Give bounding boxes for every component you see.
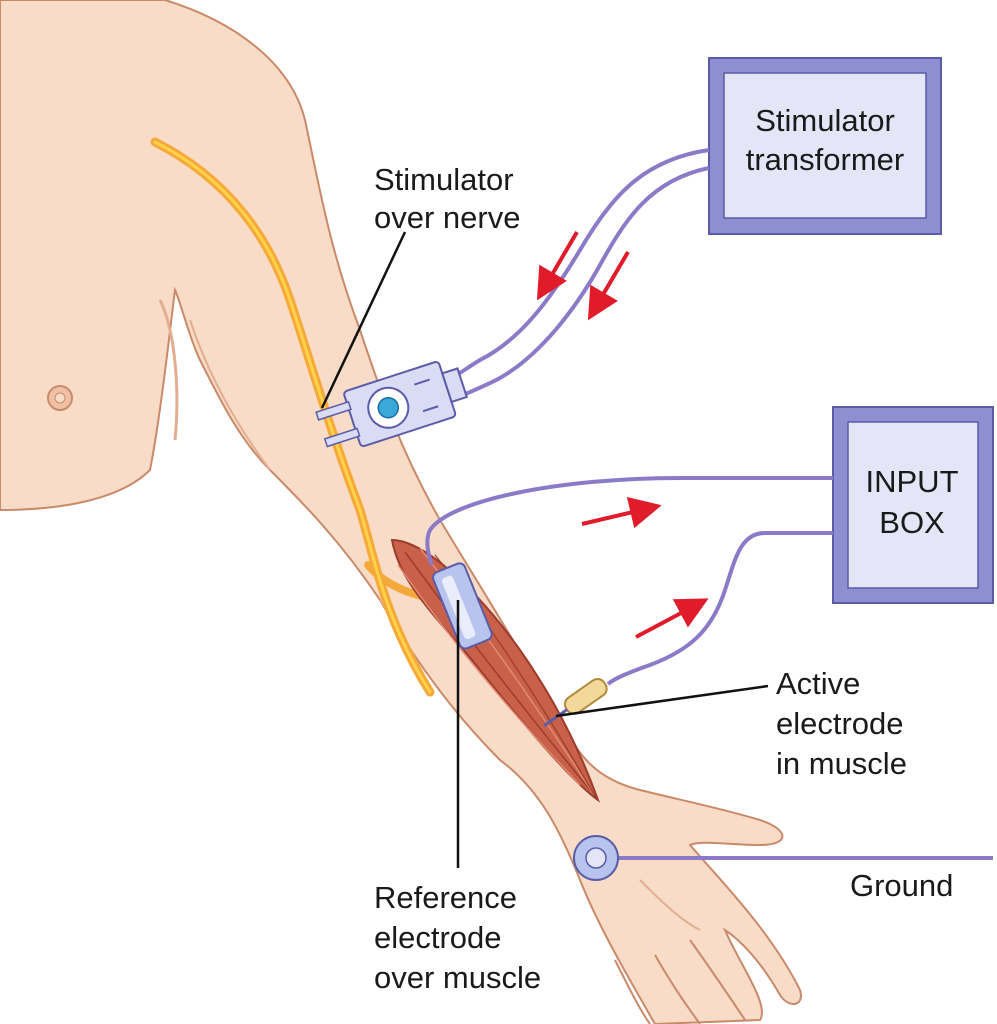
torso-and-arm xyxy=(0,0,802,1024)
arrow-stim-1 xyxy=(536,230,579,301)
finger-1 xyxy=(614,959,651,1024)
nipple-center xyxy=(54,392,66,404)
input-box: INPUT BOX xyxy=(832,406,994,604)
stim-box-label-line2: transformer xyxy=(746,142,904,177)
label-active-electrode-2: electrode xyxy=(776,706,904,741)
probe-prong-1 xyxy=(315,400,352,421)
stim-box-label-line1: Stimulator xyxy=(755,103,895,138)
arrow-input-2 xyxy=(635,598,709,639)
leader-active-electrode xyxy=(555,684,769,718)
nerve-core xyxy=(153,140,432,694)
label-stim-over-nerve-1: Stimulator xyxy=(374,162,514,197)
leader-lines xyxy=(320,231,769,868)
armpit-shade xyxy=(189,319,271,471)
label-reference-electrode-3: over muscle xyxy=(374,960,541,995)
leader-stim-over-nerve xyxy=(320,231,407,409)
probe-tick-1 xyxy=(414,378,430,386)
muscle-fiber-2 xyxy=(419,547,595,796)
input-box-label-line2: BOX xyxy=(879,505,945,540)
labels: Stimulator over nerve Active electrode i… xyxy=(374,162,953,995)
label-active-electrode-3: in muscle xyxy=(776,746,907,781)
arrow-input-1 xyxy=(581,497,662,529)
probe-plug xyxy=(441,367,469,404)
muscle-fiber-3 xyxy=(397,564,581,786)
muscle-fiber-1 xyxy=(404,551,591,791)
label-ground: Ground xyxy=(850,868,953,903)
palm-crease xyxy=(639,879,701,931)
ground-electrode xyxy=(573,835,619,881)
forearm-muscle xyxy=(390,538,601,803)
active-needle-electrode xyxy=(543,678,608,727)
input-box-label-line1: INPUT xyxy=(866,464,959,499)
needle-shaft xyxy=(543,708,568,727)
stimulator-probe xyxy=(315,361,469,448)
ground-pad-inner xyxy=(585,847,607,869)
label-active-electrode-1: Active xyxy=(776,666,860,701)
label-stim-over-nerve-2: over nerve xyxy=(374,200,520,235)
probe-tick-2 xyxy=(422,405,439,413)
label-reference-electrode-2: electrode xyxy=(374,920,502,955)
label-reference-electrode-1: Reference xyxy=(374,880,517,915)
stim-wire-2 xyxy=(455,166,710,400)
input-wire-bottom xyxy=(606,531,833,686)
finger-3 xyxy=(689,939,746,1021)
signal-arrows xyxy=(536,230,709,639)
chest-shade xyxy=(158,299,179,441)
probe-prong-2 xyxy=(323,427,361,448)
torso-shape xyxy=(0,0,802,1024)
stim-box-inner xyxy=(723,72,927,219)
input-box-inner xyxy=(847,421,979,589)
stimulator-transformer-box: Stimulator transformer xyxy=(708,57,942,235)
input-wire-top xyxy=(425,476,833,566)
finger-2 xyxy=(654,954,701,1024)
arrow-stim-2 xyxy=(587,250,630,321)
probe-dial-center xyxy=(377,397,400,419)
wires xyxy=(425,148,993,860)
